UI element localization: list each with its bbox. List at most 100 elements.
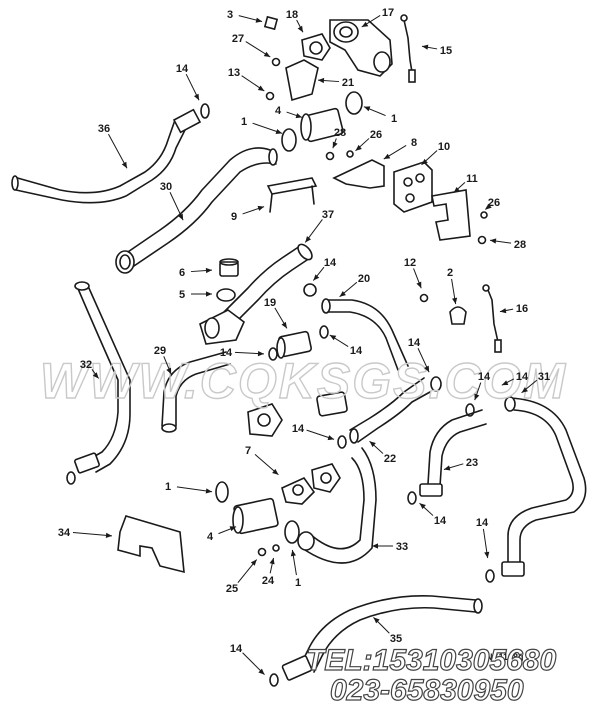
clamp-14-23 bbox=[407, 491, 417, 505]
plug-6 bbox=[219, 258, 239, 277]
callout-3: 3 bbox=[227, 9, 233, 21]
contact-phone: 023-65830950 bbox=[330, 674, 524, 707]
callout-1: 1 bbox=[295, 577, 301, 589]
bracket-11 bbox=[431, 189, 471, 241]
contact-tel: TEL:15310305680 bbox=[306, 644, 556, 677]
pipe-29 bbox=[161, 351, 231, 433]
nut-12 bbox=[419, 293, 429, 303]
callout-14: 14 bbox=[434, 515, 447, 527]
arrowhead-14 bbox=[484, 551, 490, 559]
sensor-16 bbox=[482, 284, 502, 353]
clamp-14-19b bbox=[319, 325, 329, 339]
bolt-28-top bbox=[325, 151, 335, 161]
callout-22: 22 bbox=[384, 453, 396, 465]
callout-1: 1 bbox=[165, 481, 171, 493]
callout-4: 4 bbox=[275, 105, 282, 117]
arrowhead-10 bbox=[421, 158, 428, 165]
gasket-center bbox=[247, 403, 283, 437]
callout-35: 35 bbox=[390, 633, 402, 645]
callout-14: 14 bbox=[220, 347, 233, 359]
callout-37: 37 bbox=[322, 209, 334, 221]
callout-2: 2 bbox=[447, 267, 453, 279]
tube-36 bbox=[11, 108, 202, 204]
callout-12: 12 bbox=[404, 257, 416, 269]
tube-23 bbox=[419, 409, 487, 497]
clamp-14-left bbox=[66, 471, 76, 485]
arrowhead-14 bbox=[419, 503, 426, 510]
callout-21: 21 bbox=[342, 77, 354, 89]
arrowhead-17 bbox=[361, 21, 369, 28]
fitting-3 bbox=[263, 15, 279, 31]
arrowhead-13 bbox=[257, 85, 265, 91]
clamp-14-right bbox=[485, 569, 495, 583]
arrowhead-1 bbox=[205, 488, 213, 494]
leader-lines bbox=[72, 15, 538, 675]
arrowhead-14 bbox=[257, 351, 265, 357]
arrowhead-8 bbox=[383, 153, 391, 160]
arrowhead-27 bbox=[263, 51, 271, 57]
arrowhead-14 bbox=[327, 435, 335, 441]
arrowhead-12 bbox=[416, 281, 422, 289]
arrowhead-30 bbox=[178, 213, 184, 221]
callout-27: 27 bbox=[232, 33, 244, 45]
callout-14: 14 bbox=[324, 257, 337, 269]
callout-16: 16 bbox=[516, 303, 528, 315]
callout-11: 11 bbox=[466, 173, 478, 185]
bolt-26-top bbox=[346, 150, 354, 158]
bolt-26-right bbox=[480, 211, 488, 219]
arrowhead-28 bbox=[489, 238, 497, 244]
arrowhead-35 bbox=[373, 617, 380, 624]
callout-19: 19 bbox=[264, 297, 276, 309]
callout-18: 18 bbox=[286, 9, 298, 21]
callout-20: 20 bbox=[358, 273, 370, 285]
arrowhead-14 bbox=[313, 274, 320, 281]
tube-35 bbox=[281, 594, 483, 681]
callout-14: 14 bbox=[516, 371, 529, 383]
callout-4: 4 bbox=[207, 531, 214, 543]
callout-14: 14 bbox=[350, 345, 363, 357]
bolt-28-right bbox=[477, 235, 487, 245]
arrowhead-16 bbox=[499, 308, 507, 314]
arrowhead-1 bbox=[290, 549, 296, 557]
arrowhead-14 bbox=[258, 668, 265, 675]
housing-17 bbox=[329, 19, 393, 77]
tube-20 bbox=[321, 298, 409, 371]
hose-center bbox=[316, 391, 348, 417]
hose-19 bbox=[276, 330, 312, 359]
callout-26: 26 bbox=[370, 129, 382, 141]
arrowhead-18 bbox=[297, 25, 303, 33]
flange-7 bbox=[281, 463, 341, 505]
figure-code: NS1108g bbox=[486, 652, 524, 662]
tube-37 bbox=[217, 243, 313, 331]
callout-5: 5 bbox=[179, 289, 185, 301]
arrowhead-33 bbox=[372, 543, 378, 549]
seal-5 bbox=[216, 288, 236, 302]
arrowhead-14 bbox=[193, 93, 200, 101]
arrowhead-14 bbox=[329, 334, 337, 341]
callout-14: 14 bbox=[230, 643, 243, 655]
bracket-8 bbox=[332, 159, 385, 189]
callout-14: 14 bbox=[476, 517, 489, 529]
arrowhead-28 bbox=[332, 141, 338, 149]
callout-25: 25 bbox=[226, 583, 238, 595]
callout-32: 32 bbox=[80, 359, 92, 371]
clamp-1-top-a bbox=[281, 128, 297, 152]
arrowhead-6 bbox=[205, 267, 213, 274]
tube-22 bbox=[349, 376, 442, 444]
callout-1: 1 bbox=[241, 116, 247, 128]
tube-31 bbox=[501, 396, 587, 577]
callout-26: 26 bbox=[488, 197, 500, 209]
arrowhead-26 bbox=[355, 144, 362, 151]
arrowhead-14 bbox=[501, 380, 509, 386]
gasket-18 bbox=[301, 33, 331, 61]
callout-34: 34 bbox=[58, 527, 71, 539]
arrowhead-25 bbox=[250, 559, 257, 566]
arrowhead-22 bbox=[369, 441, 376, 448]
arrowhead-3 bbox=[255, 17, 263, 23]
callout-7: 7 bbox=[245, 445, 251, 457]
arrowhead-2 bbox=[452, 297, 458, 305]
clamp-14-19a bbox=[268, 347, 278, 361]
bolt-24 bbox=[272, 544, 280, 552]
